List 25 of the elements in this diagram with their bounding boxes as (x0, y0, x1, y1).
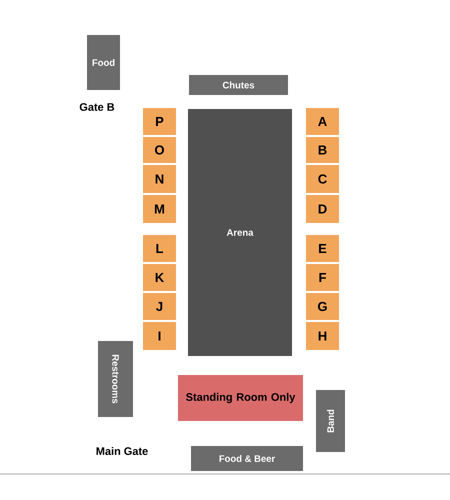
seating-section: L (143, 235, 176, 262)
seating-section: K (143, 264, 176, 291)
seating-section: B (306, 137, 339, 163)
arena-floor: Arena (188, 109, 292, 356)
chutes-box: Chutes (189, 75, 288, 95)
seating-section: J (143, 293, 176, 320)
seating-section: F (306, 264, 339, 291)
food-stand-box: Food & Beer (191, 446, 303, 471)
seating-section: E (306, 235, 339, 262)
gate-label: Main Gate (96, 446, 148, 456)
gate-label: Gate B (80, 103, 114, 111)
seating-section: O (143, 137, 176, 163)
seating-section: H (306, 322, 339, 350)
restrooms-box: Restrooms (98, 341, 133, 417)
standing-area: Standing Room Only (178, 375, 303, 421)
food-stand-box: Food (87, 35, 120, 90)
seating-section: P (143, 108, 176, 135)
seating-section: D (306, 195, 339, 223)
seating-section: N (143, 165, 176, 193)
band-box: Band (316, 390, 345, 452)
seating-section: I (143, 322, 176, 350)
seating-section: M (143, 195, 176, 223)
seating-section: C (306, 165, 339, 193)
seating-section: G (306, 293, 339, 320)
seating-section: A (306, 108, 339, 135)
